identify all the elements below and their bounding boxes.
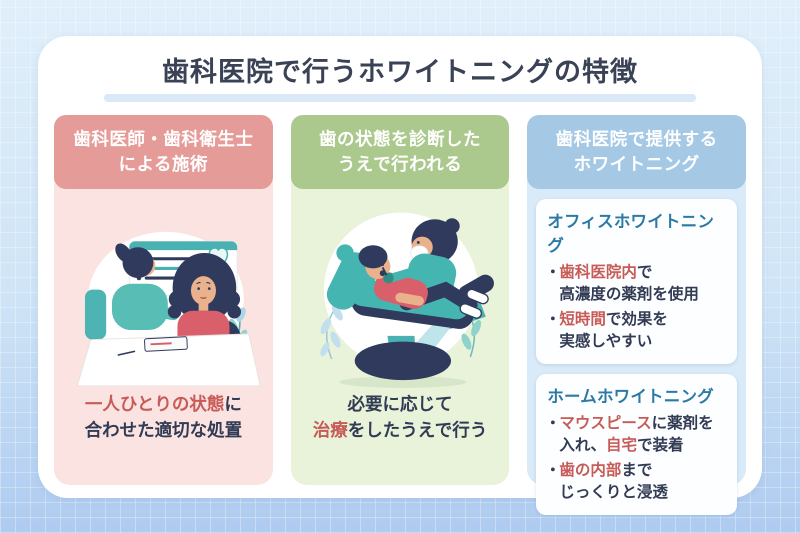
column-diagnosis: 歯の状態を診断した うえで行われる [290,115,510,485]
column-whitening-types-header: 歯科医院で提供する ホワイトニング [527,115,747,189]
list-item: ・ 歯の内部まで じっくりと浸透 [545,460,728,504]
home-whitening-card: ホームホワイトニング ・ マウスピースに薬剤を 入れ、自宅で装着 ・ 歯の内部ま… [536,374,738,515]
bullet-icon: ・ [545,264,561,281]
columns-row: 歯科医師・歯科衛生士 による施術 [38,102,762,515]
counseling-illustration [76,231,262,387]
column-practitioner: 歯科医師・歯科衛生士 による施術 [54,115,273,485]
column-diagnosis-header: 歯の状態を診断した うえで行われる [290,115,510,189]
office-whitening-title: オフィスホワイトニング [547,213,715,255]
chair-back [85,289,107,340]
list-item: ・ 短時間で効果を 実感しやすい [545,309,728,353]
home-whitening-title: ホームホワイトニング [547,388,714,406]
practitioner-caption: 一人ひとりの状態に 合わせた適切な処置 [84,394,243,441]
column-whitening-types: 歯科医院で提供する ホワイトニング オフィスホワイトニング ・ 歯科医院内で 高… [527,115,747,515]
bullet-icon: ・ [545,415,561,432]
caption-highlight: 一人ひとりの状態 [84,394,225,414]
column-practitioner-header: 歯科医師・歯科衛生士 による施術 [54,115,273,189]
list-item: ・ マウスピースに薬剤を 入れ、自宅で装着 [545,413,728,457]
bullet-icon: ・ [545,311,561,328]
whitening-cards: オフィスホワイトニング ・ 歯科医院内で 高濃度の薬剤を使用 ・ 短時間で効果を… [527,189,746,515]
dental-chair-illustration [320,212,494,388]
diagnosis-caption: 必要に応じて 治療をしたうえで行う [312,394,488,441]
caption-highlight: 治療 [312,420,348,441]
desk [76,333,262,387]
leaf-decoration-left [320,302,343,360]
office-whitening-card: オフィスホワイトニング ・ 歯科医院内で 高濃度の薬剤を使用 ・ 短時間で効果を… [536,199,738,364]
main-card: 歯科医院で行うホワイトニングの特徴 歯科医師・歯科衛生士 による施術 [38,36,762,515]
title-underline [104,94,696,102]
bullet-icon: ・ [545,462,561,479]
list-item: ・ 歯科医院内で 高濃度の薬剤を使用 [545,262,728,306]
page-title: 歯科医院で行うホワイトニングの特徴 [162,57,638,87]
dentist-arm [381,264,425,284]
